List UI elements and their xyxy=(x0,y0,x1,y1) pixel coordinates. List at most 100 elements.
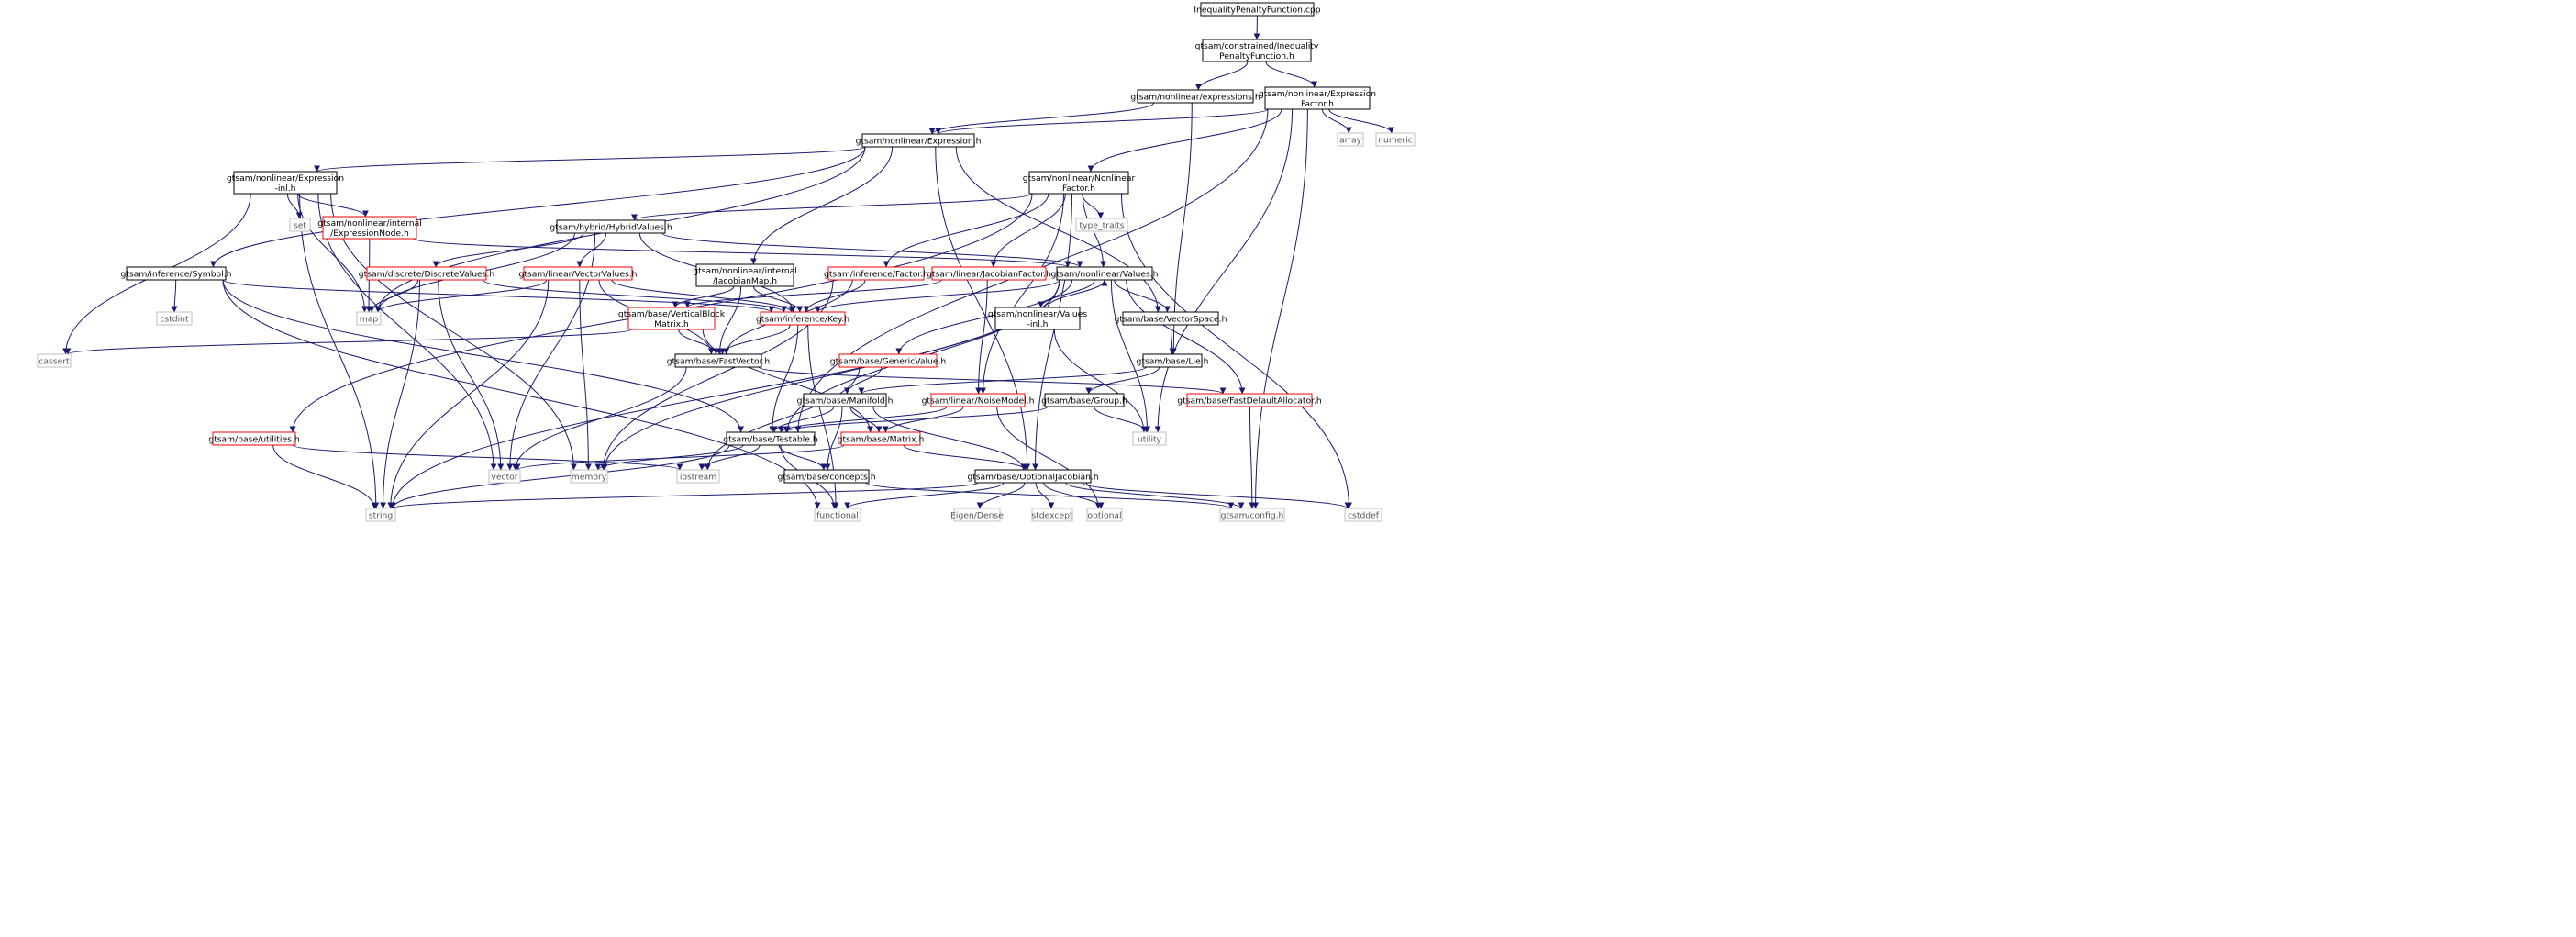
node-lie[interactable]: gtsam/base/Lie.h xyxy=(1137,353,1209,368)
node-genericValue[interactable]: gtsam/base/GenericValue.h xyxy=(830,353,947,368)
node-root[interactable]: InequalityPenaltyFunction.cpp xyxy=(1194,2,1321,17)
edge-exprFactor-utility xyxy=(1154,108,1294,433)
edge-concepts-config xyxy=(865,482,1235,509)
node-label: stdexcept xyxy=(1031,510,1073,520)
include-dependency-graph: InequalityPenaltyFunction.cpp gtsam/const… xyxy=(37,2,1416,522)
node-jacobianFactor[interactable]: gtsam/linear/JacobianFactor.h xyxy=(927,266,1051,281)
node-box xyxy=(1186,393,1313,407)
node-ipf[interactable]: gtsam/constrained/InequalityPenaltyFunct… xyxy=(1195,39,1319,62)
node-jacobianMap[interactable]: gtsam/nonlinear/internal/JacobianMap.h xyxy=(693,263,797,287)
edge-symbol-functional xyxy=(222,279,821,509)
node-set: set xyxy=(289,218,311,232)
edge-hybridValues-values xyxy=(661,232,1083,268)
node-label: -inl.h xyxy=(1027,319,1049,329)
edge-nonlinFactor-infFactor xyxy=(883,193,1049,268)
node-label: gtsam/base/Lie.h xyxy=(1137,356,1209,366)
edge-exprFactor-numeric xyxy=(1328,108,1395,134)
node-infFactor[interactable]: gtsam/inference/Factor.h xyxy=(824,266,928,281)
node-cstdint: cstdint xyxy=(156,311,193,326)
node-label: Matrix.h xyxy=(654,319,689,329)
node-symbol[interactable]: gtsam/inference/Symbol.h xyxy=(121,266,232,281)
node-valuesInl[interactable]: gtsam/nonlinear/Values-inl.h xyxy=(988,307,1087,330)
edge-expression-symbol xyxy=(210,146,866,268)
edge-testable-concepts xyxy=(778,444,827,471)
node-optJac[interactable]: gtsam/base/OptionalJacobian.h xyxy=(967,469,1099,484)
node-matrix[interactable]: gtsam/base/Matrix.h xyxy=(838,431,925,446)
edge-genericValue-iostream xyxy=(704,366,861,471)
edge-vectorSpace-lie xyxy=(1169,324,1176,355)
node-label: gtsam/base/Testable.h xyxy=(723,434,818,444)
edge-symbol-cstdint xyxy=(171,279,178,313)
node-box xyxy=(37,353,72,368)
edge-expression-optJac xyxy=(935,146,1031,471)
node-box xyxy=(1264,86,1371,110)
node-concepts[interactable]: gtsam/base/concepts.h xyxy=(777,469,876,484)
edge-matrix-vector xyxy=(514,444,845,471)
node-label: gtsam/linear/VectorValues.h xyxy=(518,269,637,279)
node-label: gtsam/nonlinear/Expression xyxy=(1259,89,1376,99)
edge-jacobianFactor-vbm xyxy=(683,279,942,308)
edge-values-utility xyxy=(1110,279,1151,433)
node-discreteValues[interactable]: gtsam/discrete/DiscreteValues.h xyxy=(359,266,495,281)
node-fastVector[interactable]: gtsam/base/FastVector.h xyxy=(667,353,771,368)
node-expressions[interactable]: gtsam/nonlinear/expressions.h xyxy=(1130,89,1260,104)
node-box xyxy=(1122,311,1219,326)
edge-vectorValues-memory xyxy=(579,279,592,471)
node-box xyxy=(570,469,608,484)
edge-optJac-config xyxy=(1065,482,1245,509)
node-key[interactable]: gtsam/inference/Key.h xyxy=(756,311,849,326)
node-fastDefAlloc[interactable]: gtsam/base/FastDefaultAllocator.h xyxy=(1177,393,1322,407)
node-label: gtsam/base/GenericValue.h xyxy=(830,356,947,366)
node-box xyxy=(1086,508,1123,522)
header-nodes: InequalityPenaltyFunction.cpp gtsam/const… xyxy=(37,2,1416,522)
node-box xyxy=(1044,393,1125,407)
node-label: gtsam/nonlinear/Values.h xyxy=(1050,269,1158,279)
edge-exprFactor-expression xyxy=(935,108,1269,135)
node-box xyxy=(838,353,938,368)
edge-manifold-testable xyxy=(771,406,835,433)
edge-optJac-eigenDense xyxy=(976,482,1026,509)
node-label: gtsam/linear/NoiseModel.h xyxy=(922,396,1035,406)
node-label: -inl.h xyxy=(275,184,296,194)
edge-vbm-cassert xyxy=(64,329,632,355)
node-box xyxy=(556,219,666,234)
node-vectorSpace[interactable]: gtsam/base/VectorSpace.h xyxy=(1115,311,1227,326)
edge-hybridValues-vectorValues xyxy=(576,232,607,268)
node-exprNode[interactable]: gtsam/nonlinear/internal/ExpressionNode.… xyxy=(317,216,422,240)
node-box xyxy=(695,263,794,287)
node-values[interactable]: gtsam/nonlinear/Values.h xyxy=(1050,266,1159,281)
edge-expression-jacobianMap xyxy=(749,146,894,265)
node-noiseModel[interactable]: gtsam/linear/NoiseModel.h xyxy=(922,393,1035,407)
edge-discreteValues-string xyxy=(380,279,420,509)
edge-symbol-testable xyxy=(222,279,745,433)
node-label: gtsam/base/OptionalJacobian.h xyxy=(967,472,1099,482)
node-vectorValues[interactable]: gtsam/linear/VectorValues.h xyxy=(518,266,638,281)
node-label: type_traits xyxy=(1079,220,1124,230)
node-expression[interactable]: gtsam/nonlinear/Expression.h xyxy=(856,133,982,148)
node-box xyxy=(126,266,227,281)
edge-valuesInl-values xyxy=(1047,279,1108,308)
node-label: utility xyxy=(1138,434,1162,444)
node-exprInl[interactable]: gtsam/nonlinear/Expression-inl.h xyxy=(227,171,344,195)
node-utilities[interactable]: gtsam/base/utilities.h xyxy=(208,431,300,446)
node-label: set xyxy=(294,220,306,230)
edge-discreteValues-vector xyxy=(438,279,505,471)
node-box xyxy=(233,171,338,195)
edge-values-valuesInl xyxy=(1038,279,1095,308)
node-box xyxy=(1056,266,1153,281)
node-manifold[interactable]: gtsam/base/Manifold.h xyxy=(797,393,894,407)
node-label: gtsam/constrained/Inequality xyxy=(1195,41,1319,51)
node-typeTraits: type_traits xyxy=(1075,218,1128,232)
node-group[interactable]: gtsam/base/Group.h xyxy=(1041,393,1127,407)
node-label: memory xyxy=(572,472,607,482)
node-box xyxy=(726,431,816,446)
edge-hybridValues-discreteValues xyxy=(432,232,584,268)
node-testable[interactable]: gtsam/base/Testable.h xyxy=(723,431,818,446)
edge-exprInl-vector xyxy=(317,193,497,471)
node-eigenDense: Eigen/Dense xyxy=(950,508,1004,522)
node-hybridValues[interactable]: gtsam/hybrid/HybridValues.h xyxy=(550,219,672,234)
node-label: Factor.h xyxy=(1062,184,1095,194)
